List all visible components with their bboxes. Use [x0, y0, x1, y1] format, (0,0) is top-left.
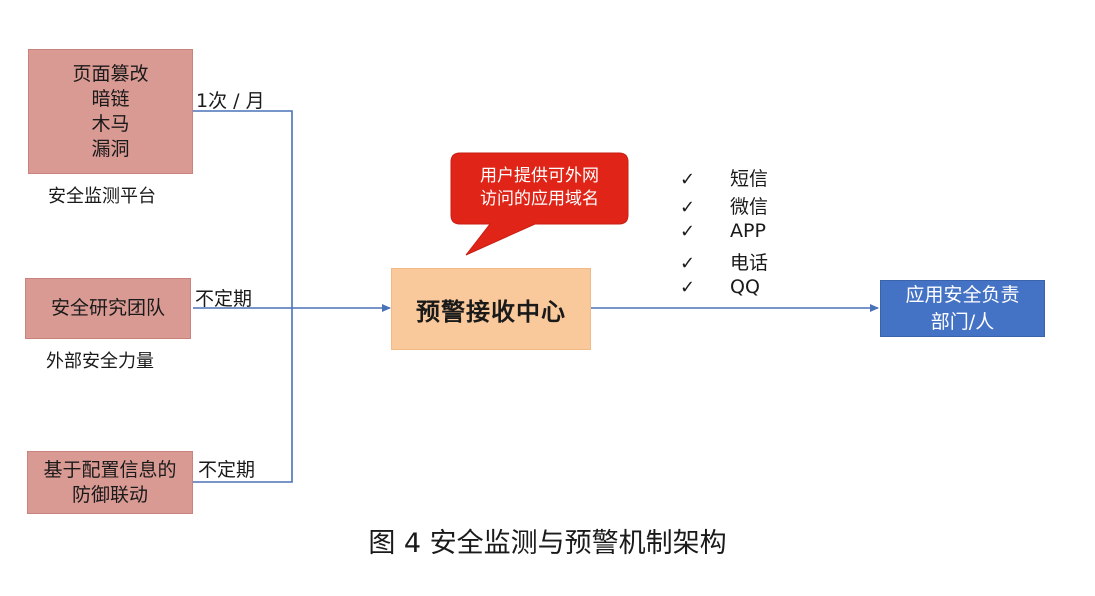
source-1-line: 页面篡改 [72, 62, 149, 85]
source-3-line: 防御联动 [71, 483, 148, 506]
channel-label: QQ [730, 276, 760, 298]
callout-text: 用户提供可外网 访问的应用域名 [451, 165, 628, 211]
channel-item: ✓ 电话 [680, 248, 768, 275]
check-icon: ✓ [680, 221, 696, 242]
check-icon: ✓ [680, 169, 696, 190]
source-3-frequency: 不定期 [198, 459, 256, 481]
check-icon: ✓ [680, 277, 696, 298]
channel-item: ✓ APP [680, 220, 766, 242]
channel-label: APP [730, 220, 766, 242]
channel-item: ✓ QQ [680, 276, 760, 298]
channel-label: 微信 [730, 196, 769, 218]
source-1-line: 木马 [91, 112, 130, 135]
source-box-defense-linkage: 基于配置信息的 防御联动 [27, 451, 193, 514]
callout-line: 用户提供可外网 [480, 166, 599, 186]
channel-item: ✓ 短信 [680, 164, 768, 191]
figure-title: 图 4 安全监测与预警机制架构 [368, 528, 727, 559]
channel-item: ✓ 微信 [680, 192, 768, 219]
alert-receiving-center: 预警接收中心 [391, 268, 591, 350]
check-icon: ✓ [680, 197, 696, 218]
connector-source-1 [193, 110, 293, 308]
connector-source-3 [193, 308, 293, 483]
source-1-line: 暗链 [91, 87, 130, 110]
check-icon: ✓ [680, 253, 696, 274]
source-2-line: 安全研究团队 [50, 297, 165, 319]
source-2-frequency: 不定期 [195, 288, 253, 310]
callout-line: 访问的应用域名 [480, 189, 599, 209]
source-1-line: 漏洞 [91, 137, 130, 160]
security-owner-box: 应用安全负责 部门/人 [880, 280, 1045, 337]
center-label: 预警接收中心 [416, 297, 566, 326]
source-1-caption: 安全监测平台 [48, 186, 156, 207]
target-line: 应用安全负责 [905, 283, 1020, 306]
source-1-frequency: 1次 / 月 [196, 90, 265, 112]
callout-bubble [450, 152, 629, 256]
channel-label: 短信 [730, 168, 769, 190]
target-line: 部门/人 [930, 310, 995, 333]
source-box-research-team: 安全研究团队 [25, 278, 191, 339]
source-2-caption: 外部安全力量 [46, 351, 154, 372]
channel-label: 电话 [730, 252, 769, 274]
source-box-monitoring: 页面篡改 暗链 木马 漏洞 [28, 49, 193, 174]
source-3-line: 基于配置信息的 [43, 458, 177, 481]
